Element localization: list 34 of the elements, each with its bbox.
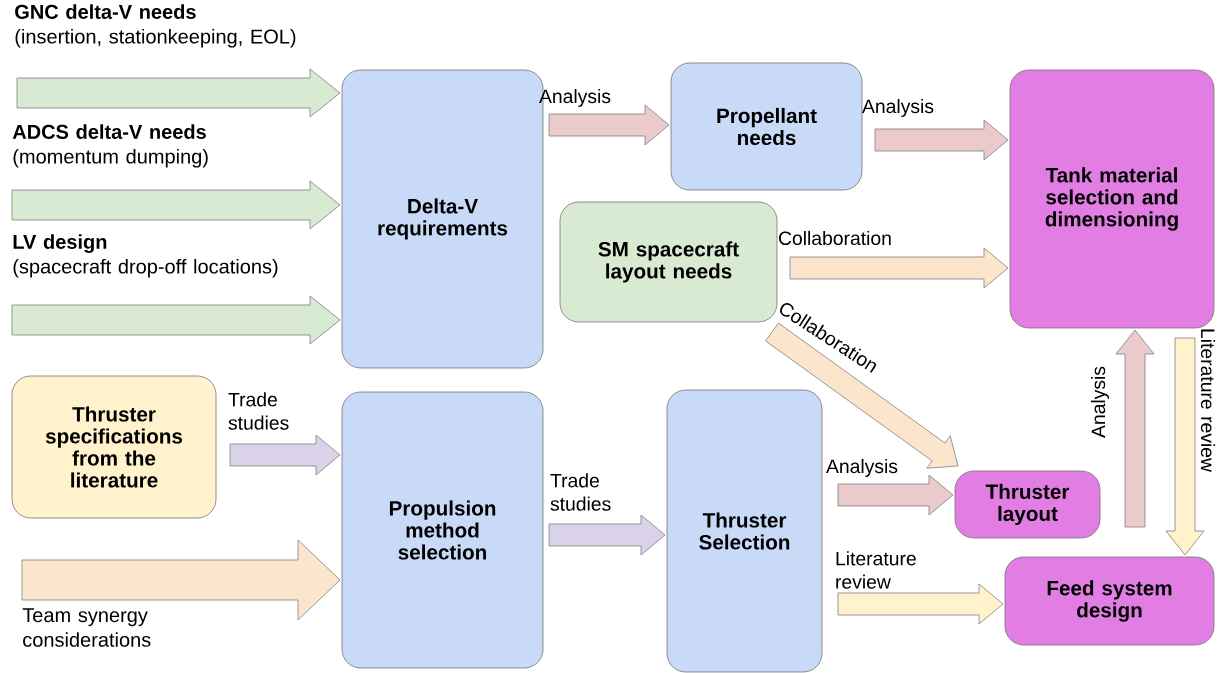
block-arrow [21, 539, 341, 621]
input-label: LV design (spacecraft drop-off locations) [13, 234, 278, 278]
block-arrow [765, 322, 959, 469]
block-arrow [837, 474, 954, 516]
input-label: Team synergy considerations [22, 608, 151, 647]
input-label: GNC delta-V needs (insertion, stationkeeping, EOL) [15, 4, 296, 48]
process-box: Propulsion method selection [341, 391, 544, 669]
process-box: Thruster specifications from the literature [11, 375, 217, 519]
block-arrow [789, 247, 1009, 289]
block-arrow [548, 514, 666, 556]
edge-label: Collaboration [779, 230, 891, 246]
edge-label: Literature review [1200, 329, 1216, 472]
process-box: Feed system design [1004, 556, 1215, 646]
block-arrow [11, 180, 341, 230]
process-box: Tank material selection and dimensioning [1009, 69, 1215, 329]
edge-label: Trade studies [550, 473, 611, 511]
block-arrow [229, 434, 341, 476]
process-box: SM spacecraft layout needs [559, 201, 778, 323]
block-arrow [837, 583, 1004, 625]
edge-label: Literature review [836, 551, 916, 589]
input-label: ADCS delta-V needs (momentum dumping) [12, 124, 208, 168]
edge-label: Analysis [1091, 366, 1109, 438]
process-box: Thruster layout [954, 470, 1101, 539]
block-arrow [874, 119, 1009, 161]
edge-label: Trade studies [228, 392, 289, 430]
block-arrow [1115, 329, 1155, 528]
process-box: Propellant needs [670, 62, 863, 191]
block-arrow [548, 104, 670, 146]
process-box: Thruster Selection [666, 389, 823, 673]
edge-label: Analysis [862, 99, 934, 117]
block-arrow [11, 295, 341, 345]
block-arrow [16, 68, 341, 118]
block-arrow [1165, 337, 1205, 556]
edge-label: Analysis [826, 459, 898, 477]
